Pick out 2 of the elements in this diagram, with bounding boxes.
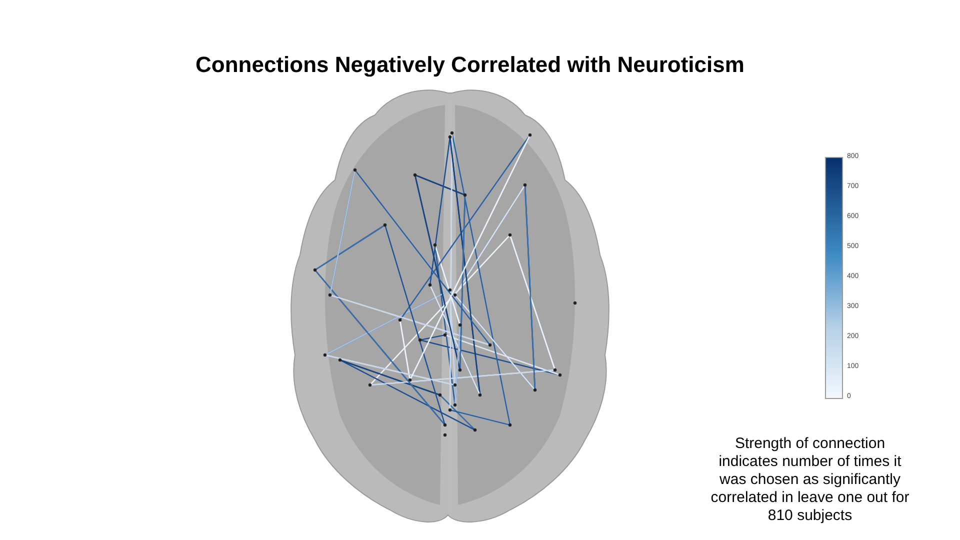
note-text: Strength of connection indicates number of times it was chosen as significantly correlated in leave one out for 810 subjects <box>710 435 910 525</box>
chart-title: Connections Negatively Correlated with Neuroticism <box>194 52 746 78</box>
